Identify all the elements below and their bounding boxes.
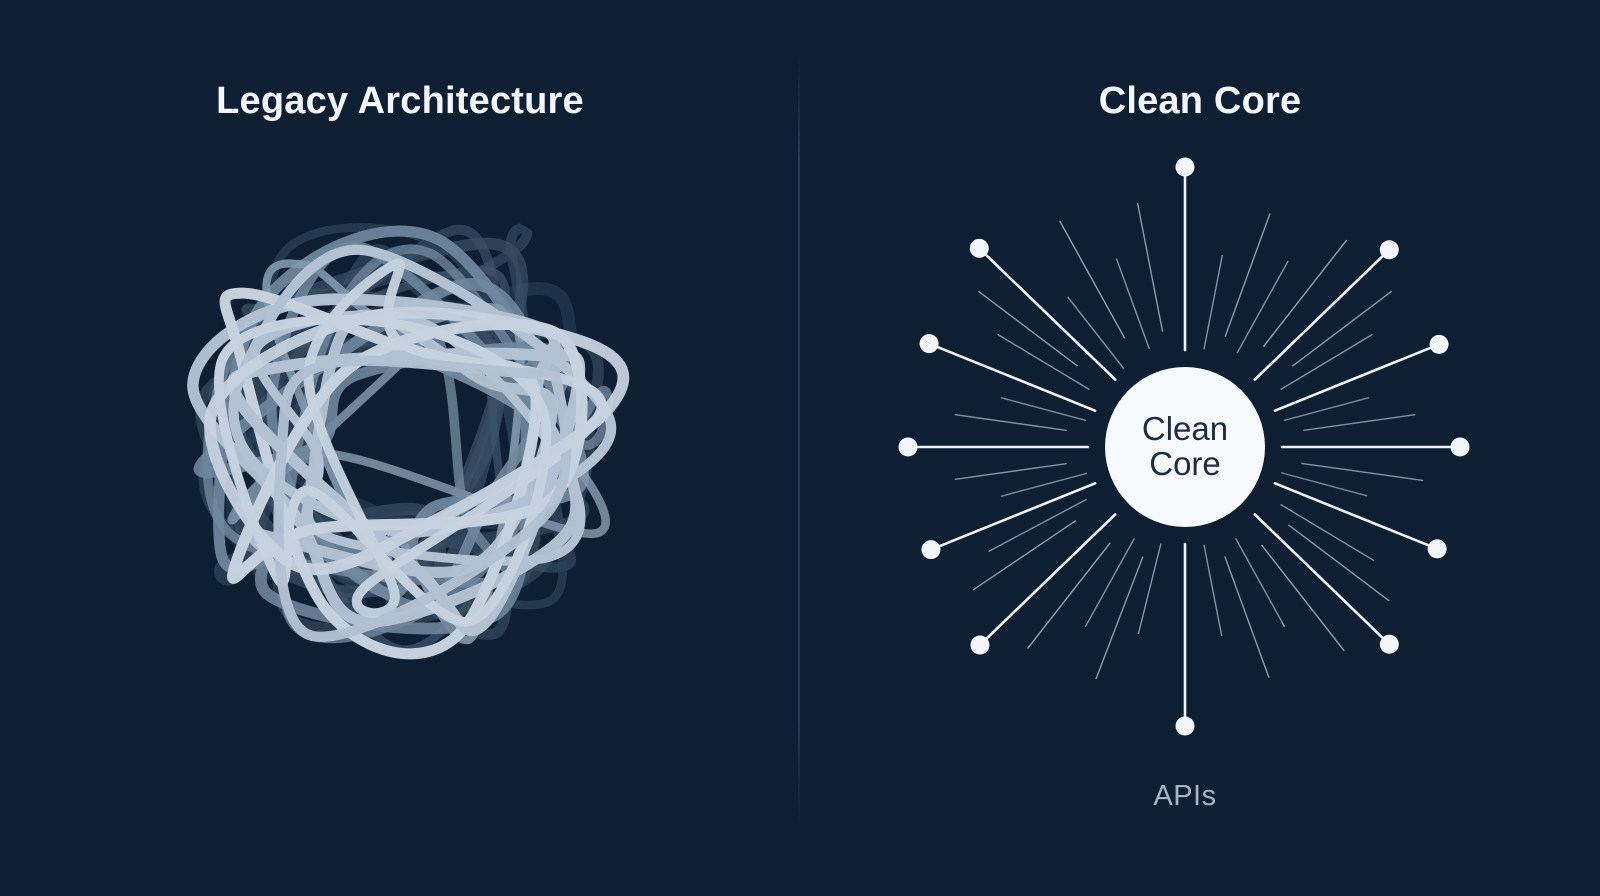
api-ray [1236,260,1289,354]
api-spoke [1253,513,1386,641]
tangle-strands [187,223,630,660]
api-ray [1084,538,1135,627]
core-label-line1: Clean [1141,410,1229,448]
api-spoke [1273,482,1432,548]
api-ray [1027,542,1111,649]
api-ray [1292,291,1392,367]
api-spoke [1273,345,1434,412]
api-ray [1095,556,1144,680]
clean-core-title: Clean Core [1098,80,1302,122]
api-spoke [984,513,1117,642]
api-ray [1263,239,1348,347]
api-ray [1301,462,1424,482]
api-endpoint-dot [1175,716,1195,736]
api-ray [972,520,1077,591]
api-ray [1000,472,1088,497]
api-ray [1137,543,1162,634]
panel-divider [798,52,800,827]
api-ray [1203,254,1223,350]
api-ray [1203,544,1223,637]
clean-core-circle [1105,367,1265,527]
api-spoke [936,482,1097,549]
api-ray [1115,258,1150,350]
api-ray [988,498,1087,552]
yarn-strand [204,306,630,576]
api-endpoint-dot [1429,334,1449,354]
yarn-strand [213,225,589,600]
api-ray [1283,397,1370,422]
api-endpoint-dot [898,437,918,457]
api-ray [1136,202,1164,332]
api-endpoint-dot [970,635,990,655]
api-endpoint-dot [1427,539,1447,559]
api-endpoint-dot [1379,240,1399,260]
yarn-strand [226,347,586,637]
api-endpoint-dot [969,238,989,258]
core-label-line2: Core [1149,445,1221,482]
api-ray [997,334,1090,391]
yarn-strand [303,258,607,619]
api-endpoint-dot [1450,437,1470,457]
api-endpoint-dot [1175,157,1195,177]
api-ray [1280,503,1375,562]
api-ray [1303,414,1416,431]
clean-core-circle-label: Clean Core [1075,395,1295,499]
api-endpoint-dot [921,540,941,560]
api-ray [1224,556,1270,678]
api-ray [1235,538,1286,627]
api-ray [1280,472,1368,497]
api-endpoint-dot [1379,634,1399,654]
apis-caption: APIs [1153,780,1217,812]
api-ray [954,463,1067,480]
api-ray [1280,334,1373,391]
api-ray [1067,296,1125,369]
yarn-strand [214,314,552,627]
api-ray [954,414,1067,431]
yarn-strand [273,341,572,642]
api-spoke [983,252,1117,381]
api-spoke [1253,253,1386,381]
api-endpoint-dot [919,334,939,354]
api-ray [1000,397,1087,422]
api-ray [1059,220,1126,339]
api-ray [978,291,1078,367]
api-ray [1288,524,1390,602]
api-ray [1261,544,1345,652]
api-ray [1224,213,1271,337]
legacy-architecture-title: Legacy Architecture [216,80,584,122]
api-spoke [934,345,1097,412]
